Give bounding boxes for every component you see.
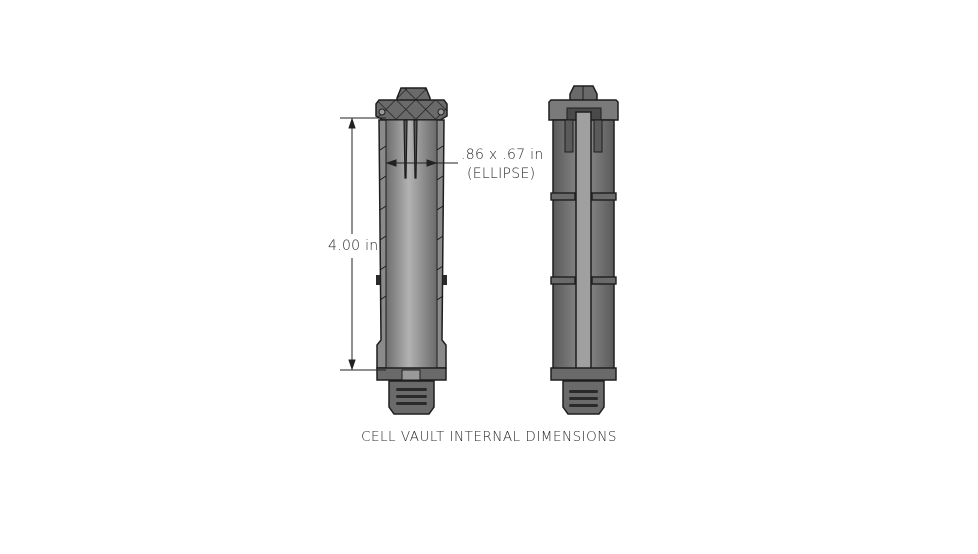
- ext-base-ring: [550, 367, 617, 381]
- height-label: 4.00 in: [328, 238, 379, 254]
- internal-bore: [385, 119, 438, 369]
- height-dimension: [340, 117, 386, 371]
- section-view: [340, 87, 458, 415]
- cross-section-shape-label: (ELLIPSE): [467, 166, 536, 182]
- top-cap: [375, 99, 448, 121]
- exterior-view: [548, 85, 619, 415]
- center-rod: [575, 111, 592, 385]
- cross-section-label: .86 x .67 in: [461, 147, 544, 163]
- width-dimension: [385, 159, 458, 167]
- diagram-caption: CELL VAULT INTERNAL DIMENSIONS: [361, 429, 617, 445]
